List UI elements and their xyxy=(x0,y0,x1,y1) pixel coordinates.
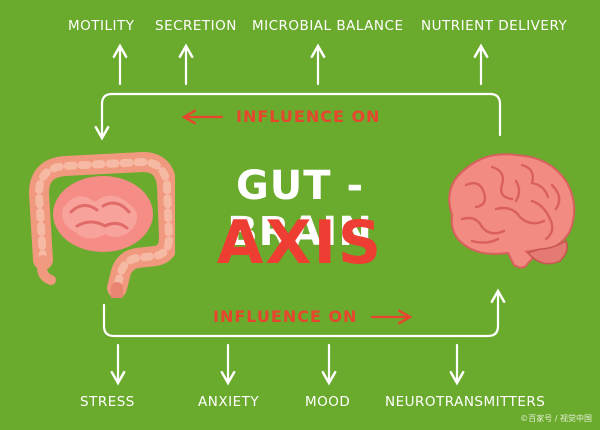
label-neurotransmitters: NEUROTRANSMITTERS xyxy=(385,394,546,410)
label-secretion: SECRETION xyxy=(155,18,237,34)
title-gut-brain: GUT - BRAIN xyxy=(227,163,373,255)
brain-illustration xyxy=(448,153,576,269)
gut-illustration xyxy=(29,152,175,298)
watermark: ©百家号 / 视觉中国 xyxy=(520,414,592,423)
influence-label-top: INFLUENCE ON xyxy=(236,107,381,126)
label-anxiety: ANXIETY xyxy=(198,394,260,410)
label-stress: STRESS xyxy=(80,394,135,410)
label-microbial-balance: MICROBIAL BALANCE xyxy=(252,18,404,34)
title-axis: AXIS xyxy=(216,208,384,278)
label-motility: MOTILITY xyxy=(68,18,135,34)
influence-label-bottom: INFLUENCE ON xyxy=(213,307,358,326)
label-nutrient-delivery: NUTRIENT DELIVERY xyxy=(421,18,568,34)
label-mood: MOOD xyxy=(305,394,351,410)
